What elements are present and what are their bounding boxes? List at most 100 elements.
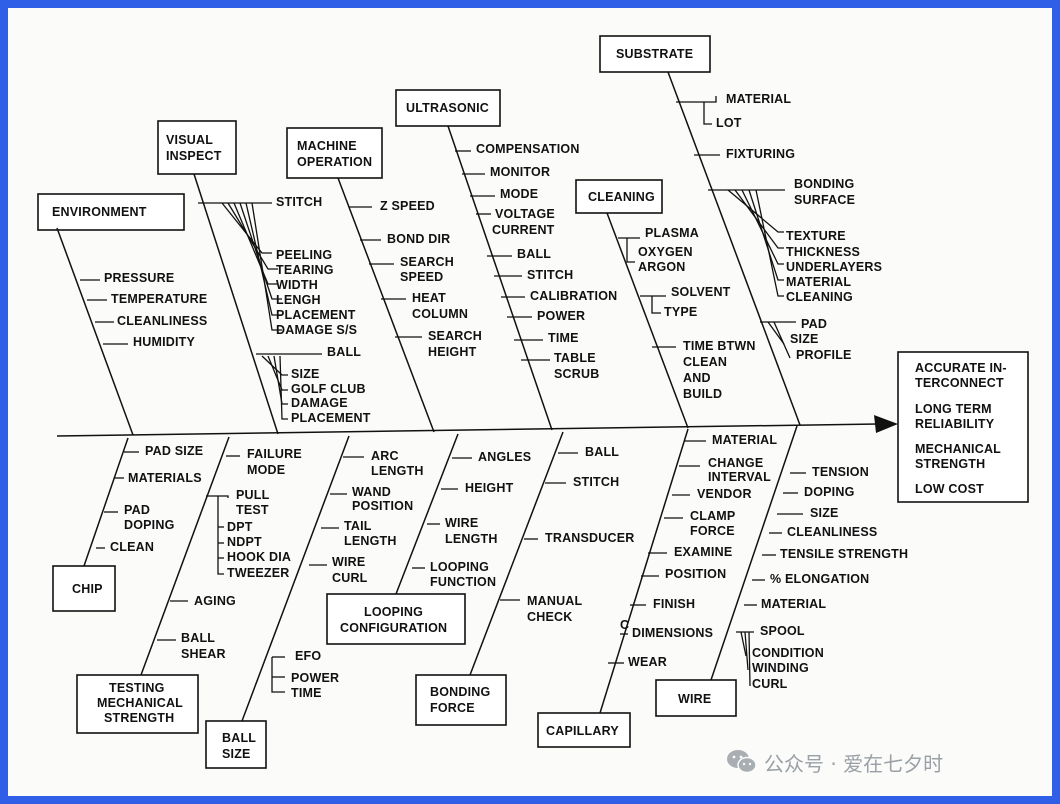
cause-label: SIZE bbox=[790, 332, 819, 346]
cause-label: BALL bbox=[517, 247, 551, 261]
category-title: INSPECT bbox=[166, 149, 222, 163]
cause-label: OXYGEN bbox=[638, 245, 693, 259]
watermark-text: 公众号 · 爱在七夕时 bbox=[764, 751, 944, 776]
cause-label: TEXTURE bbox=[786, 229, 846, 243]
cause-tick bbox=[239, 202, 282, 300]
cause-label: SOLVENT bbox=[671, 285, 731, 299]
cause-label: DIMENSIONS bbox=[632, 626, 713, 640]
cause-label: SHEAR bbox=[181, 647, 226, 661]
cause-tick bbox=[767, 321, 785, 345]
bone-bonding-force bbox=[469, 431, 564, 676]
cause-label: BALL bbox=[327, 345, 361, 359]
cause-label: SCRUB bbox=[554, 367, 599, 381]
category-box-wire bbox=[655, 679, 737, 717]
cause-label: CURL bbox=[332, 571, 368, 585]
spine-arrowhead bbox=[874, 415, 898, 433]
cause-label: DOPING bbox=[804, 485, 855, 499]
cause-tick bbox=[245, 202, 282, 316]
cause-label: MODE bbox=[500, 187, 538, 201]
category-box-bonding_force bbox=[415, 674, 507, 726]
category-title: CAPILLARY bbox=[546, 724, 619, 738]
cause-label: LOOPING bbox=[430, 560, 489, 574]
cause-label: BUILD bbox=[683, 387, 722, 401]
cause-label: FUNCTION bbox=[430, 575, 496, 589]
cause-label: THICKNESS bbox=[786, 245, 860, 259]
cause-label: VENDOR bbox=[697, 487, 752, 501]
category-title: SIZE bbox=[222, 747, 251, 761]
cause-label: FORCE bbox=[690, 524, 735, 538]
cause-label: C bbox=[620, 618, 629, 632]
cause-label: BONDING bbox=[794, 177, 854, 191]
cause-tick bbox=[261, 355, 288, 376]
cause-label: MATERIAL bbox=[712, 433, 777, 447]
cause-label: WIDTH bbox=[276, 278, 318, 292]
cause-label: TAIL bbox=[344, 519, 372, 533]
cause-label: STITCH bbox=[527, 268, 573, 282]
category-title: LOOPING bbox=[364, 605, 423, 619]
category-box-looping_configuration bbox=[326, 593, 466, 645]
cause-tick bbox=[251, 202, 282, 331]
cause-label: WINDING bbox=[752, 661, 809, 675]
cause-tick bbox=[734, 189, 784, 249]
cause-label: PLACEMENT bbox=[276, 308, 356, 322]
cause-label: FAILURE bbox=[247, 447, 302, 461]
category-title: CONFIGURATION bbox=[340, 621, 447, 635]
cause-tick bbox=[773, 321, 791, 359]
bone-capillary bbox=[599, 428, 689, 714]
cause-label: POSITION bbox=[665, 567, 726, 581]
category-title: BALL bbox=[222, 731, 256, 745]
cause-label: SIZE bbox=[291, 367, 320, 381]
cause-label: POSITION bbox=[352, 499, 413, 513]
cause-tick bbox=[703, 102, 712, 125]
cause-tick bbox=[217, 496, 224, 575]
effect-label: TERCONNECT bbox=[915, 376, 1004, 390]
category-title: CLEANING bbox=[588, 190, 655, 204]
category-box-ball_size bbox=[205, 720, 267, 769]
cause-label: MATERIALS bbox=[128, 471, 202, 485]
cause-label: MATERIAL bbox=[761, 597, 826, 611]
category-box-testing_mechanical_strength bbox=[76, 674, 199, 734]
cause-label: POWER bbox=[291, 671, 339, 685]
category-title: TESTING bbox=[109, 681, 165, 695]
cause-label: LOT bbox=[716, 116, 742, 130]
bone-substrate bbox=[667, 71, 801, 426]
cause-label: HEIGHT bbox=[428, 345, 477, 359]
bone-testing bbox=[140, 436, 230, 676]
cause-tick bbox=[748, 189, 784, 281]
cause-label: SPEED bbox=[400, 270, 443, 284]
cause-label: COLUMN bbox=[412, 307, 468, 321]
cause-label: COMPENSATION bbox=[476, 142, 580, 156]
cause-label: DOPING bbox=[124, 518, 175, 532]
cause-label: VOLTAGE bbox=[495, 207, 555, 221]
cause-label: PAD bbox=[124, 503, 150, 517]
category-title: VISUAL bbox=[166, 133, 213, 147]
cause-tick bbox=[741, 189, 784, 265]
cause-label: WIRE bbox=[445, 516, 478, 530]
cause-tick bbox=[651, 296, 661, 314]
cause-label: TWEEZER bbox=[227, 566, 290, 580]
cause-label: TEMPERATURE bbox=[111, 292, 207, 306]
cause-label: AGING bbox=[194, 594, 236, 608]
category-box-environment bbox=[37, 193, 185, 231]
category-title: ENVIRONMENT bbox=[52, 205, 147, 219]
cause-label: GOLF CLUB bbox=[291, 382, 366, 396]
cause-label: HOOK DIA bbox=[227, 550, 291, 564]
cause-label: MATERIAL bbox=[726, 92, 791, 106]
cause-label: PLASMA bbox=[645, 226, 699, 240]
category-title: CHIP bbox=[72, 582, 103, 596]
cause-label: MODE bbox=[247, 463, 285, 477]
cause-label: DAMAGE S/S bbox=[276, 323, 357, 337]
wechat-icon bbox=[727, 750, 757, 774]
cause-label: Z SPEED bbox=[380, 199, 435, 213]
cause-label: PLACEMENT bbox=[291, 411, 371, 425]
cause-label: CURRENT bbox=[492, 223, 555, 237]
category-title: BONDING bbox=[430, 685, 490, 699]
cause-label: CHANGE bbox=[708, 456, 763, 470]
cause-label: BOND DIR bbox=[387, 232, 450, 246]
cause-tick bbox=[755, 189, 784, 297]
cause-tick bbox=[740, 631, 747, 657]
cause-label: BALL bbox=[181, 631, 215, 645]
cause-tick bbox=[626, 238, 635, 263]
category-title: STRENGTH bbox=[104, 711, 174, 725]
cause-label: WAND bbox=[352, 485, 391, 499]
